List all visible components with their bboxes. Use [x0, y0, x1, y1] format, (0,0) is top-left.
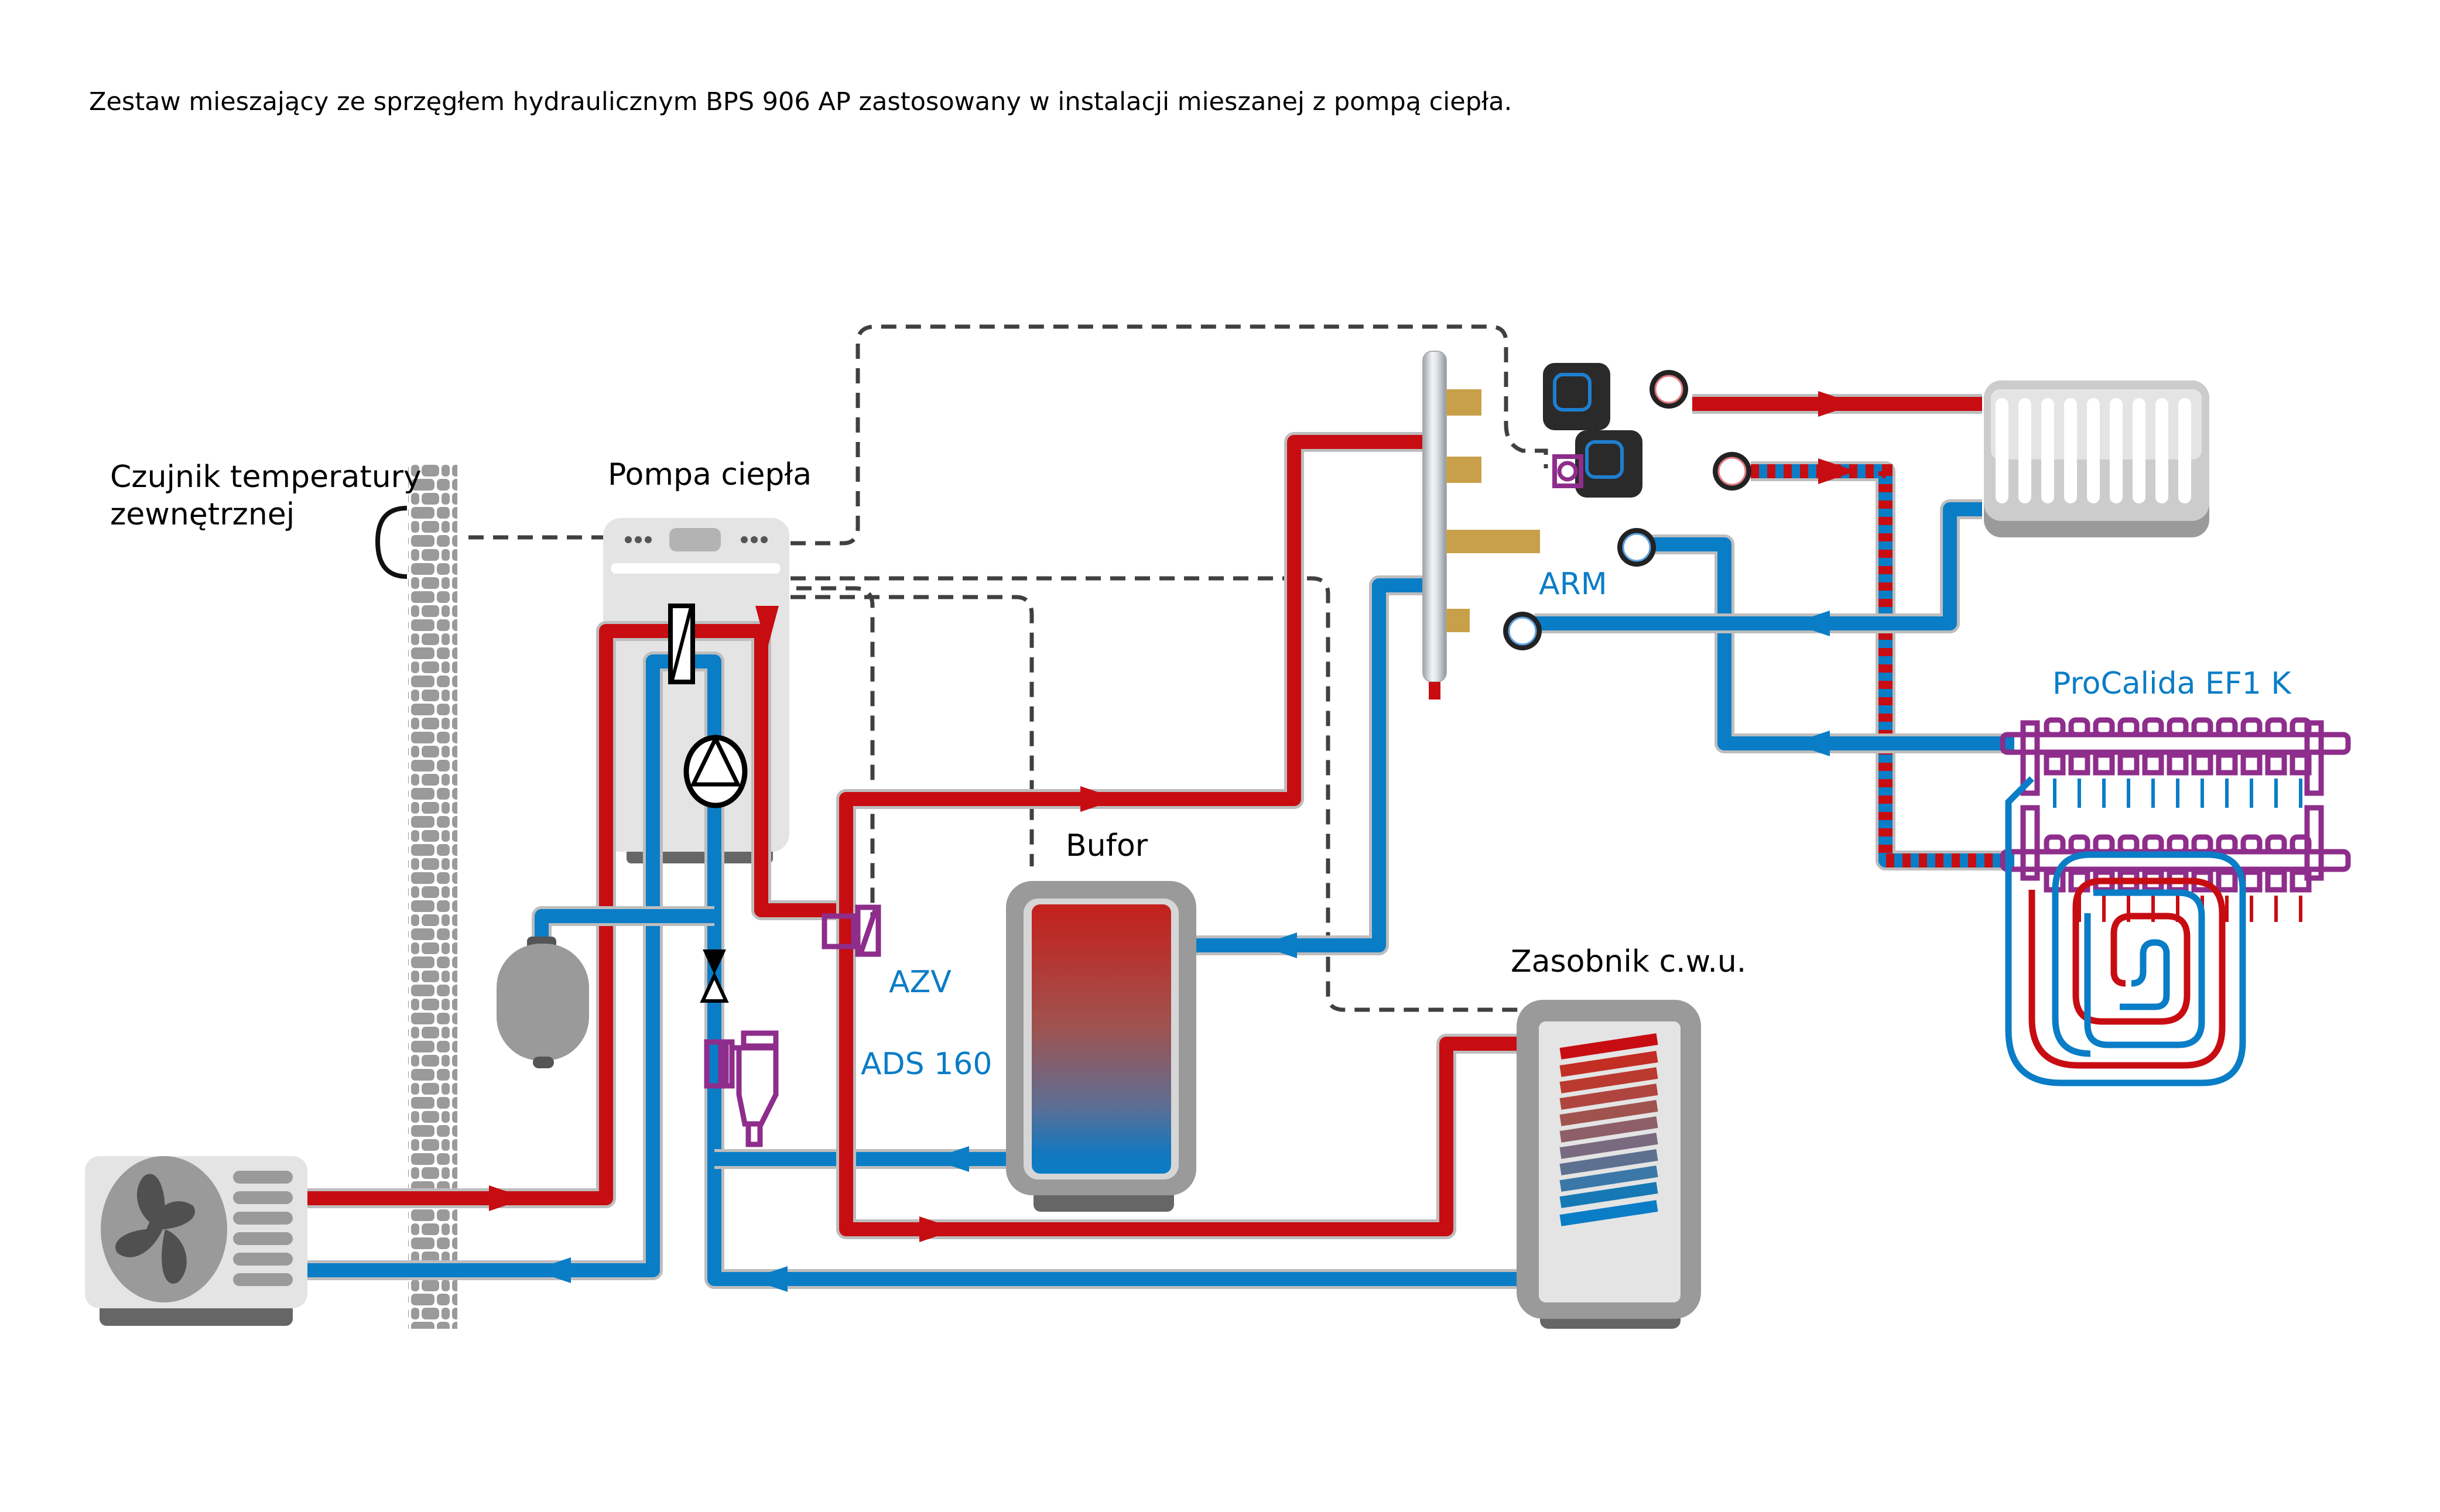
manifold-valve [2265, 752, 2287, 776]
dhw-tank-label: Zasobnik c.w.u. [1511, 944, 1746, 979]
brick-wall-icon [408, 462, 457, 1329]
pump-icon [683, 734, 748, 808]
three-way-valve-icon [822, 904, 881, 957]
manifold-valve [2290, 752, 2312, 776]
arrow-left-icon [1792, 611, 1830, 636]
manifold-outlet [2265, 834, 2287, 855]
flow-arrows [489, 391, 1856, 1292]
arrow-right-icon [919, 1216, 957, 1242]
manifold-outlet [2167, 717, 2189, 738]
arm-label: ARM [1539, 567, 1607, 602]
mixing-valve-icon [1552, 454, 1583, 488]
manifold-valve [2216, 752, 2238, 776]
arrow-left-icon [931, 1146, 969, 1172]
manifold-outlet [2044, 717, 2066, 738]
manifold-icon [2000, 717, 2351, 922]
manifold-outlet [2142, 834, 2164, 855]
thermometer-icon [1508, 616, 1537, 646]
heat-pump-label: Pompa ciepła [608, 457, 812, 492]
manifold-outlet [2167, 834, 2189, 855]
thermometer-icon [1622, 533, 1651, 562]
manifold-outlet [2240, 834, 2263, 855]
manifold-valve [2093, 752, 2115, 776]
expansion-vessel-icon [497, 937, 589, 1068]
arrow-right-icon [489, 1185, 527, 1211]
manifold-label: ProCalida EF1 K [2052, 666, 2292, 701]
sensor-label-line2: zewnętrznej [110, 497, 295, 532]
control-lines [468, 324, 1548, 1012]
dirt-separator-icon [704, 1030, 779, 1147]
manifold-outlet [2240, 717, 2263, 738]
manifold-valve [2290, 869, 2312, 893]
floor-heating-icon [2005, 776, 2246, 1086]
pump-icon [1575, 430, 1642, 498]
manifold-outlet [2290, 834, 2312, 855]
manifold-outlet [2093, 717, 2115, 738]
arrow-down-icon [755, 606, 779, 650]
manifold-valve [2240, 752, 2263, 776]
manifold-outlet [2191, 834, 2213, 855]
arrow-left-icon [533, 1257, 571, 1283]
manifold-outlet [2068, 717, 2090, 738]
dhw-control-line [790, 576, 1534, 1012]
thermometer-icon [1654, 375, 1683, 404]
ads-label: ADS 160 [861, 1047, 992, 1082]
arrow-right-icon [1818, 391, 1856, 417]
manifold-valve [2142, 752, 2164, 776]
cold-pipe [1645, 537, 2014, 750]
manifold-outlet [2290, 717, 2312, 738]
buffer-label: Bufor [1066, 828, 1148, 863]
arrow-left-icon [1792, 731, 1830, 756]
thermometer-icon [1717, 457, 1747, 486]
manifold-outlet [2117, 717, 2140, 738]
diagram-title: Zestaw mieszający ze sprzęgłem hydraulic… [89, 87, 1512, 116]
cold-pipe [535, 909, 714, 951]
manifold-valve [2068, 752, 2090, 776]
sensor-icon [375, 506, 408, 579]
manifold-outlet [2093, 834, 2115, 855]
manifold-outlet [2117, 834, 2140, 855]
outdoor-unit [85, 1156, 307, 1326]
buffer-control-line [790, 595, 1034, 866]
arrow-left-icon [1259, 932, 1297, 958]
manifold-valve [2117, 752, 2140, 776]
manifold-outlet [2191, 717, 2213, 738]
hydraulic-separator-icon [1422, 351, 1751, 700]
arrow-right-icon [1818, 458, 1856, 484]
pump-icon [1543, 363, 1610, 430]
coil-tank-icon [1517, 1000, 1701, 1329]
tank-icon [1006, 881, 1196, 1212]
heat-exchanger-icon [668, 604, 695, 684]
manifold-valve [2265, 869, 2287, 893]
manifold-outlet [2216, 717, 2238, 738]
manifold-valve [2216, 869, 2238, 893]
manifold-valve [2044, 752, 2066, 776]
azv-control-line [796, 586, 875, 919]
arrow-right-icon [1080, 786, 1118, 812]
manifold-outlet [2044, 834, 2066, 855]
manifold-outlet [2265, 717, 2287, 738]
sensor-label-line1: Czujnik temperatury [110, 460, 422, 495]
arrow-left-icon [750, 1266, 788, 1292]
manifold-valve [2191, 752, 2213, 776]
manifold-valve [2167, 752, 2189, 776]
radiator-icon [1984, 380, 2209, 537]
manifold-outlet [2216, 834, 2238, 855]
manifold-outlet [2068, 834, 2090, 855]
fan-icon [115, 1174, 195, 1284]
manifold-outlet [2142, 717, 2164, 738]
cold-pipe [707, 1156, 1604, 1286]
cold-pipe [1534, 502, 1982, 630]
pipes [307, 394, 2014, 1289]
azv-label: AZV [889, 965, 952, 1000]
valve-icon [700, 949, 729, 1003]
